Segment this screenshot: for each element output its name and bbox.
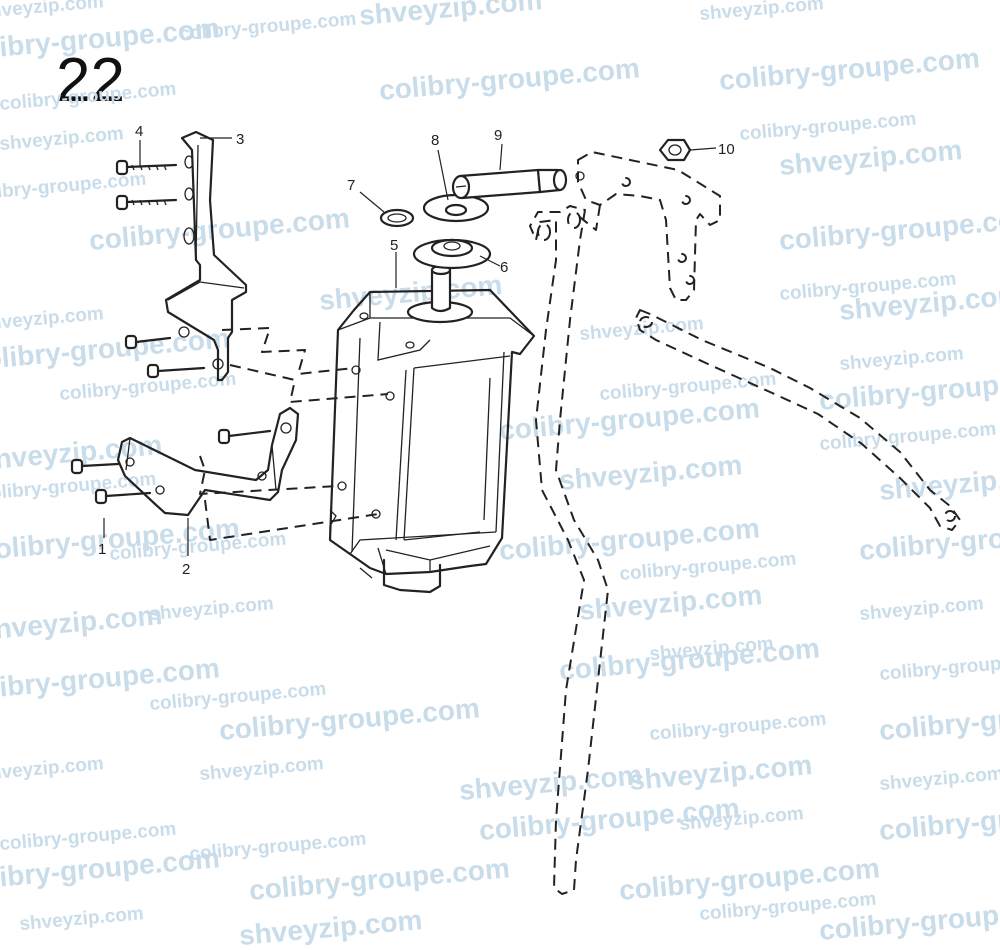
watermark-text: shveyzip.com: [199, 753, 325, 785]
watermark-text: colibry-groupe.com: [879, 649, 1000, 685]
watermark-text: shveyzip.com: [0, 0, 105, 23]
watermark-text: colibry-groupe.com: [88, 202, 351, 256]
upper-bracket: [164, 130, 248, 382]
watermark-text: shveyzip.com: [878, 459, 1000, 506]
callout-6: 6: [500, 259, 508, 276]
watermark-text: shveyzip.com: [19, 903, 145, 935]
page-number: 22: [56, 46, 125, 115]
watermark-text: shveyzip.com: [628, 749, 814, 796]
watermark-text: shveyzip.com: [558, 449, 744, 496]
screw-4-upper: [115, 159, 178, 176]
watermark-text: shveyzip.com: [149, 593, 275, 625]
watermark-text: colibry-groupe.com: [819, 419, 998, 455]
screw-4-lower: [115, 194, 178, 211]
callout-4: 4: [135, 123, 143, 140]
callout-9: 9: [494, 127, 502, 144]
watermark-text: shveyzip.com: [0, 753, 105, 785]
watermark-text: colibry-groupe.com: [778, 202, 1000, 256]
callout-7: 7: [347, 177, 355, 194]
collar-6: [412, 238, 492, 270]
screw-upper-bracket-a: [124, 334, 172, 350]
callout-1: 1: [98, 541, 106, 558]
lock-washer-7: [379, 208, 415, 228]
callout-8: 8: [431, 132, 439, 149]
watermark-text: colibry-groupe.com: [0, 79, 177, 115]
leader-lines: [103, 137, 717, 556]
watermark-text: shveyzip.com: [839, 343, 965, 375]
callout-5: 5: [390, 237, 398, 254]
callout-3: 3: [236, 131, 244, 148]
screw-upper-bracket-b: [146, 363, 206, 379]
watermark-text: shveyzip.com: [859, 593, 985, 625]
watermark-text: shveyzip.com: [778, 134, 964, 181]
watermark-text: colibry-groupe.com: [248, 852, 511, 906]
watermark-text: colibry-groupe.com: [718, 42, 981, 96]
assembly-guide-lines: [199, 327, 389, 541]
watermark-text: shveyzip.com: [358, 0, 544, 31]
watermark-text: shveyzip.com: [699, 0, 825, 25]
pin-9: [451, 168, 585, 200]
watermark-text: shveyzip.com: [238, 904, 424, 950]
callout-2: 2: [182, 561, 190, 578]
screw-1-lower: [94, 488, 152, 505]
watermark-text: shveyzip.com: [0, 599, 163, 646]
nut-10: [658, 138, 692, 162]
watermark-text: shveyzip.com: [0, 303, 105, 335]
watermark-text: colibry-groupe.com: [878, 692, 1000, 746]
watermark-text: colibry-groupe.com: [378, 52, 641, 106]
watermark-text: shveyzip.com: [879, 763, 1000, 795]
callout-10: 10: [718, 141, 735, 158]
watermark-text: colibry-groupe.com: [878, 792, 1000, 846]
linkage-reference-dashed: [529, 151, 961, 895]
watermark-text: colibry-groupe.com: [858, 512, 1000, 566]
watermark-text: colibry-groupe.com: [619, 549, 798, 585]
watermark-text: shveyzip.com: [0, 123, 125, 155]
watermark-text: colibry-groupe.com: [649, 709, 828, 745]
solenoid-plunger: [406, 264, 474, 324]
screw-lower-bracket-top: [217, 428, 272, 445]
solenoid-body: [328, 288, 536, 594]
lower-bracket: [116, 406, 300, 517]
screw-1-upper: [70, 458, 120, 475]
watermark-text: shveyzip.com: [458, 759, 644, 806]
washer-8: [422, 193, 490, 223]
callout-labels: 1 2 3 4 5 6 7 8 9 10: [98, 123, 735, 578]
